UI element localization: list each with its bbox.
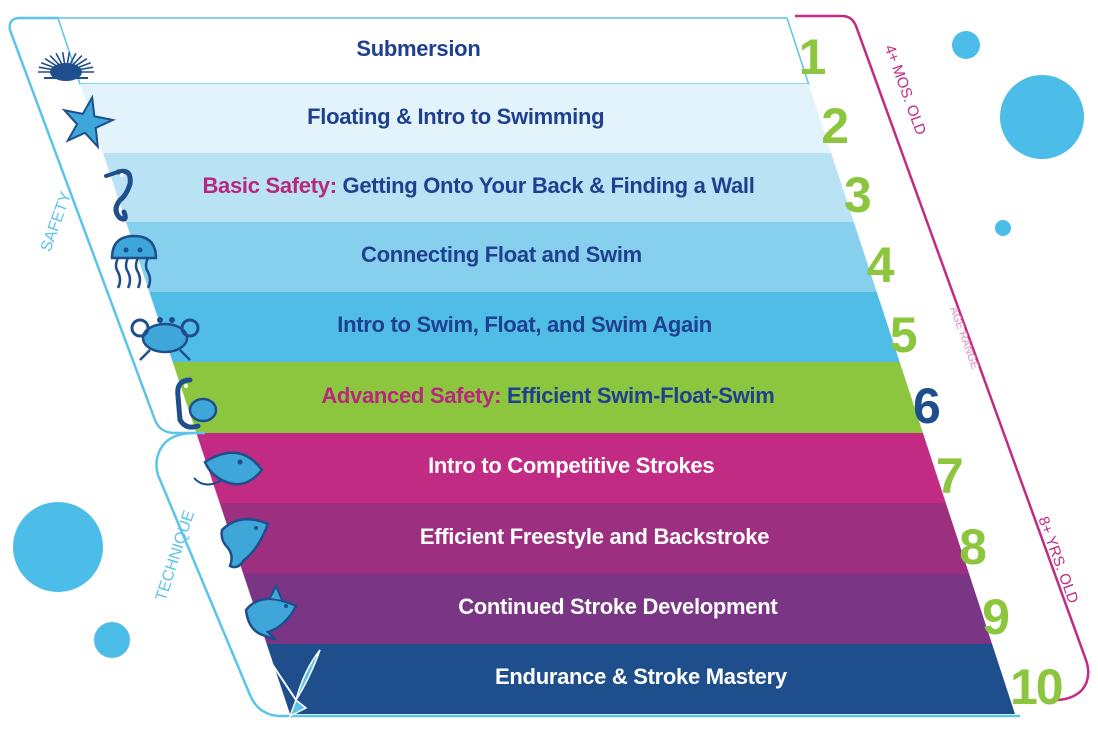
level-text-1: Submersion: [356, 36, 481, 61]
level-number-6: 6: [912, 378, 941, 434]
bubble-5: [94, 622, 130, 658]
bubble-2: [1000, 75, 1084, 159]
bubble-4: [13, 502, 103, 592]
starfish-icon: [61, 94, 117, 150]
level-band-2: [80, 84, 832, 153]
level-text-6: Efficient Swim-Float-Swim: [506, 382, 775, 408]
level-number-5: 5: [889, 307, 918, 363]
jellyfish-icon: [110, 234, 158, 289]
level-label-6: Advanced Safety: Efficient Swim-Float-Sw…: [321, 383, 774, 409]
level-band-5: [149, 292, 900, 362]
bubble-3: [995, 220, 1011, 236]
level-number-7: 7: [935, 448, 964, 504]
level-number-9: 9: [982, 589, 1010, 645]
level-text-4: Connecting Float and Swim: [360, 242, 642, 267]
technique-bracket: [155, 431, 1020, 718]
level-number-8: 8: [959, 519, 987, 575]
urchin-icon: [38, 52, 94, 81]
level-text-8: Efficient Freestyle and Backstroke: [419, 523, 770, 549]
level-band-4: [126, 222, 877, 292]
level-label-3: Basic Safety: Getting Onto Your Back & F…: [202, 173, 754, 199]
level-label-5: Intro to Swim, Float, and Swim Again: [337, 312, 712, 338]
shark-icon: [244, 583, 298, 642]
crab-icon: [130, 317, 200, 361]
level-number-3: 3: [843, 167, 872, 223]
turtle-icon: [175, 377, 218, 430]
level-band-7: [196, 433, 946, 503]
level-number-4: 4: [866, 237, 895, 293]
level-band-10: [266, 644, 1016, 714]
level-label-4: Connecting Float and Swim: [361, 242, 642, 268]
level-text-3: Getting Onto Your Back & Finding a Wall: [342, 172, 755, 198]
seahorse-icon: [104, 168, 133, 222]
level-text-5: Intro to Swim, Float, and Swim Again: [337, 312, 712, 337]
age-range-gap: [958, 281, 994, 364]
level-text-10: Endurance & Stroke Mastery: [495, 664, 787, 689]
swordfish-icon: [271, 649, 321, 718]
safety-bracket: [8, 16, 205, 435]
level-text-2: Floating & Intro to Swimming: [307, 103, 605, 129]
level-number-2: 2: [821, 98, 849, 154]
level-label-9: Continued Stroke Development: [458, 594, 778, 620]
level-band-9: [243, 574, 993, 644]
level-label-8: Efficient Freestyle and Backstroke: [419, 523, 770, 550]
level-highlight-6: Advanced Safety:: [321, 382, 507, 408]
level-label-7: Intro to Competitive Strokes: [428, 453, 715, 479]
level-label-2: Floating & Intro to Swimming: [307, 104, 604, 130]
level-text-7: Intro to Competitive Strokes: [428, 453, 715, 478]
level-number-1: 1: [798, 29, 827, 85]
level-text-9: Continued Stroke Development: [458, 594, 778, 619]
level-label-1: Submersion: [356, 36, 480, 62]
level-label-10: Endurance & Stroke Mastery: [495, 664, 787, 690]
level-band-3: [103, 153, 854, 222]
level-band-6: [172, 362, 923, 433]
level-highlight-3: Basic Safety:: [202, 172, 343, 198]
dolphin-icon: [220, 517, 270, 569]
level-band-8: [219, 503, 970, 574]
age-range-bracket: [795, 14, 1090, 702]
level-number-10: 10: [1010, 659, 1064, 715]
bubble-1: [952, 31, 980, 59]
stingray-icon: [193, 451, 264, 486]
